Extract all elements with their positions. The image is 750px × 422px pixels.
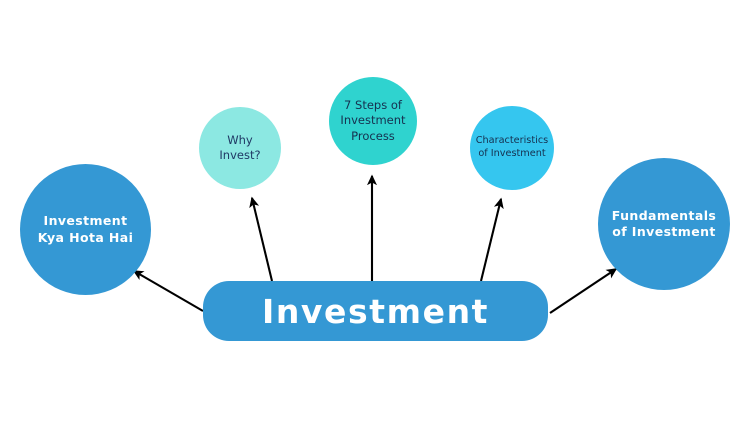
node-label-characteristics-of-investment: Characteristics of Investment [475, 135, 549, 159]
node-label-seven-steps-of-investment-process: 7 Steps of Investment Process [340, 98, 406, 143]
node-fundamentals-of-investment[interactable]: Fundamentals of Investment [598, 158, 730, 290]
node-characteristics-of-investment[interactable]: Characteristics of Investment [470, 106, 554, 190]
node-seven-steps-of-investment-process[interactable]: 7 Steps of Investment Process [329, 77, 417, 165]
connector-to-characteristics [479, 197, 504, 282]
node-why-invest[interactable]: Why Invest? [199, 107, 281, 189]
connector-to-investment-kya-hota-hai [132, 270, 204, 312]
node-label-investment-kya-hota-hai: Investment Kya Hota Hai [37, 213, 134, 245]
node-label-why-invest: Why Invest? [219, 132, 261, 162]
connector-to-fundamentals-of-investment [549, 268, 618, 314]
node-investment-kya-hota-hai[interactable]: Investment Kya Hota Hai [20, 164, 151, 295]
center-node-investment[interactable]: Investment [203, 281, 548, 341]
node-label-fundamentals-of-investment: Fundamentals of Investment [611, 207, 717, 240]
connector-to-why-invest [249, 196, 274, 282]
center-node-label: Investment [261, 291, 490, 331]
